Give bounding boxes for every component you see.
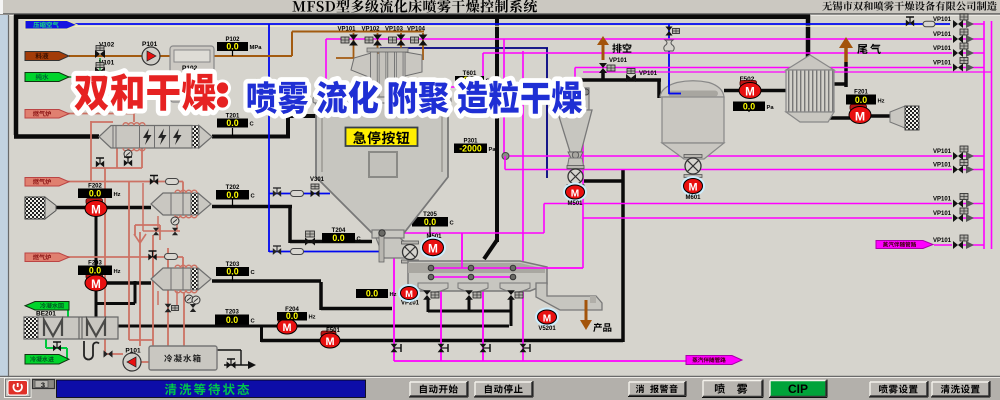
svg-text:M: M: [325, 336, 334, 348]
svg-text:T205: T205: [423, 212, 437, 218]
svg-text:P102: P102: [225, 37, 240, 43]
svg-text:M: M: [91, 203, 101, 216]
svg-text:T203: T203: [225, 309, 239, 315]
svg-text:Hz: Hz: [114, 269, 121, 275]
svg-text:VP101: VP101: [933, 163, 952, 169]
svg-text:VP101: VP101: [933, 149, 952, 155]
svg-text:C: C: [250, 122, 255, 128]
svg-text:0.0: 0.0: [89, 265, 101, 275]
svg-text:P101: P101: [125, 348, 141, 355]
svg-text:C: C: [450, 221, 455, 227]
svg-text:Pa: Pa: [767, 105, 775, 111]
svg-text:M: M: [282, 322, 291, 334]
svg-text:VP101: VP101: [933, 197, 952, 203]
svg-text:V102: V102: [99, 42, 115, 49]
svg-text:0.0: 0.0: [332, 233, 344, 243]
svg-text:VP101: VP101: [609, 58, 628, 64]
svg-text:VP101: VP101: [933, 46, 952, 52]
svg-text:VP101: VP101: [933, 211, 952, 217]
svg-text:0.0: 0.0: [226, 315, 238, 325]
svg-text:VP101: VP101: [933, 17, 952, 23]
svg-text:C: C: [251, 319, 256, 325]
svg-text:F201: F201: [854, 89, 868, 95]
svg-text:0.0: 0.0: [226, 190, 238, 200]
svg-text:VP101: VP101: [933, 238, 952, 244]
svg-text:VP101: VP101: [933, 32, 952, 38]
svg-text:0.0: 0.0: [366, 288, 378, 298]
svg-text:0.0: 0.0: [286, 311, 298, 321]
svg-text:0.0: 0.0: [226, 41, 238, 51]
svg-text:VP201: VP201: [401, 301, 420, 307]
svg-text:F502: F502: [740, 76, 755, 83]
svg-text:VP102: VP102: [361, 27, 380, 33]
svg-text:VP104: VP104: [407, 27, 426, 33]
svg-text:Pa: Pa: [489, 147, 497, 153]
svg-text:Hz: Hz: [114, 192, 121, 198]
svg-text:M: M: [745, 85, 755, 98]
svg-text:M: M: [688, 182, 697, 194]
svg-text:3: 3: [41, 380, 45, 389]
svg-text:0.0: 0.0: [226, 266, 238, 276]
svg-text:M: M: [405, 288, 413, 299]
svg-text:VP101: VP101: [337, 27, 356, 33]
svg-text:C: C: [251, 270, 256, 276]
svg-text:M601: M601: [685, 195, 701, 201]
svg-text:V5201: V5201: [538, 326, 556, 332]
svg-text:M: M: [855, 109, 865, 123]
svg-text:VP101: VP101: [933, 61, 952, 67]
svg-text:-2000: -2000: [459, 143, 482, 153]
svg-text:VP103: VP103: [385, 27, 404, 33]
svg-text:T201: T201: [226, 113, 240, 119]
svg-text:P101: P101: [142, 41, 158, 48]
svg-text:M: M: [91, 278, 101, 291]
svg-text:V101: V101: [99, 60, 115, 67]
svg-text:C: C: [357, 237, 362, 243]
svg-text:F203: F203: [88, 260, 102, 266]
svg-text:T203: T203: [226, 262, 240, 268]
svg-text:P301: P301: [463, 138, 478, 144]
svg-text:0.0: 0.0: [89, 188, 101, 198]
svg-text:T601: T601: [463, 71, 477, 77]
svg-text:F204: F204: [285, 307, 299, 313]
svg-text:C: C: [251, 194, 256, 200]
svg-text:0.0: 0.0: [743, 101, 755, 111]
svg-text:T204: T204: [332, 228, 346, 234]
svg-text:Hz: Hz: [390, 292, 397, 298]
svg-text:M: M: [543, 313, 551, 324]
svg-text:MPa: MPa: [250, 45, 263, 51]
svg-text:0.0: 0.0: [424, 217, 436, 227]
svg-text:BE201: BE201: [36, 311, 56, 318]
svg-text:F501: F501: [326, 328, 340, 334]
svg-text:Hz: Hz: [878, 99, 885, 105]
svg-text:M: M: [428, 242, 438, 256]
svg-text:M501: M501: [567, 201, 583, 207]
svg-text:M: M: [571, 188, 579, 199]
svg-text:0.0: 0.0: [226, 118, 238, 128]
svg-text:0.0: 0.0: [855, 95, 867, 105]
svg-text:V301: V301: [310, 177, 325, 183]
svg-text:CIP: CIP: [788, 382, 808, 396]
svg-text:VP101: VP101: [639, 71, 658, 77]
svg-text:T202: T202: [226, 185, 240, 191]
svg-text:Hz: Hz: [309, 315, 316, 321]
svg-text:F202: F202: [88, 183, 102, 189]
